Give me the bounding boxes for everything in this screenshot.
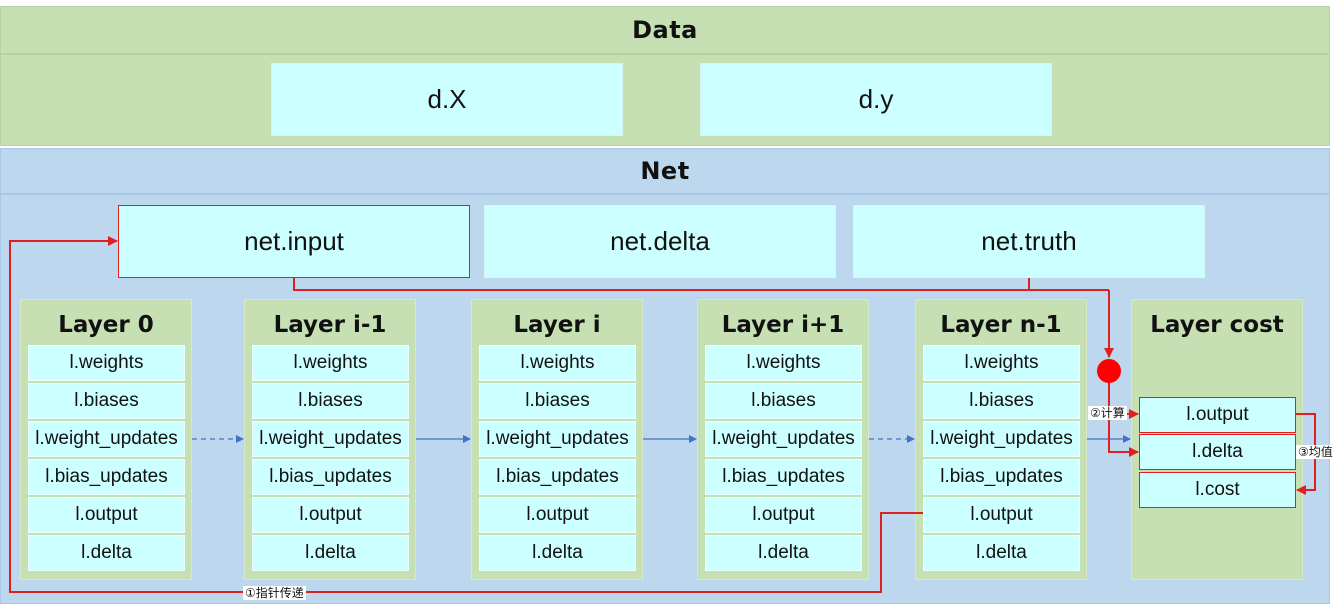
net-section-title: Net — [0, 148, 1330, 194]
field-output: l.output — [479, 497, 636, 533]
cost-field-delta: l.delta — [1139, 434, 1296, 470]
field-output: l.output — [923, 497, 1080, 533]
net-delta-box: net.delta — [484, 205, 836, 278]
field-weights: l.weights — [479, 345, 636, 381]
cost-field-cost: l.cost — [1139, 472, 1296, 508]
pointer-arrow — [9, 236, 923, 593]
layer-title: Layer i-1 — [273, 312, 387, 338]
compute-label: ②计算 — [1088, 406, 1127, 420]
data-y-box: d.y — [700, 63, 1052, 136]
field-biases: l.biases — [923, 383, 1080, 419]
field-bias-updates: l.bias_updates — [479, 459, 636, 495]
net-input-line — [293, 278, 1109, 291]
field-delta: l.delta — [705, 535, 862, 571]
field-output: l.output — [28, 497, 185, 533]
field-weight-updates: l.weight_updates — [705, 421, 862, 457]
data-section — [0, 54, 1330, 146]
field-weights: l.weights — [28, 345, 185, 381]
field-weight-updates: l.weight_updates — [923, 421, 1080, 457]
layer-title: Layer n-1 — [940, 312, 1062, 338]
field-biases: l.biases — [479, 383, 636, 419]
field-delta: l.delta — [28, 535, 185, 571]
net-truth-box: net.truth — [853, 205, 1205, 278]
layer-title: Layer 0 — [58, 312, 154, 338]
field-output: l.output — [252, 497, 409, 533]
field-biases: l.biases — [252, 383, 409, 419]
mean-label: ③均值 — [1296, 445, 1335, 459]
field-delta: l.delta — [923, 535, 1080, 571]
layer-title: Layer i+1 — [721, 312, 845, 338]
layer-title: Layer i — [513, 312, 601, 338]
data-x-box: d.X — [271, 63, 623, 136]
field-weight-updates: l.weight_updates — [479, 421, 636, 457]
data-section-title: Data — [0, 6, 1330, 54]
field-output: l.output — [705, 497, 862, 533]
field-biases: l.biases — [28, 383, 185, 419]
field-weight-updates: l.weight_updates — [28, 421, 185, 457]
cost-field-output: l.output — [1139, 397, 1296, 433]
field-bias-updates: l.bias_updates — [28, 459, 185, 495]
field-delta: l.delta — [479, 535, 636, 571]
field-biases: l.biases — [705, 383, 862, 419]
field-weight-updates: l.weight_updates — [252, 421, 409, 457]
junction-dot — [1097, 359, 1121, 383]
layer-title: Layer cost — [1150, 312, 1284, 338]
pointer-label: ①指针传递 — [243, 586, 306, 600]
compute-arrow-delta — [1108, 414, 1139, 457]
net-input-box: net.input — [118, 205, 470, 278]
field-bias-updates: l.bias_updates — [923, 459, 1080, 495]
field-weights: l.weights — [252, 345, 409, 381]
field-bias-updates: l.bias_updates — [252, 459, 409, 495]
field-weights: l.weights — [705, 345, 862, 381]
field-delta: l.delta — [252, 535, 409, 571]
field-weights: l.weights — [923, 345, 1080, 381]
field-bias-updates: l.bias_updates — [705, 459, 862, 495]
